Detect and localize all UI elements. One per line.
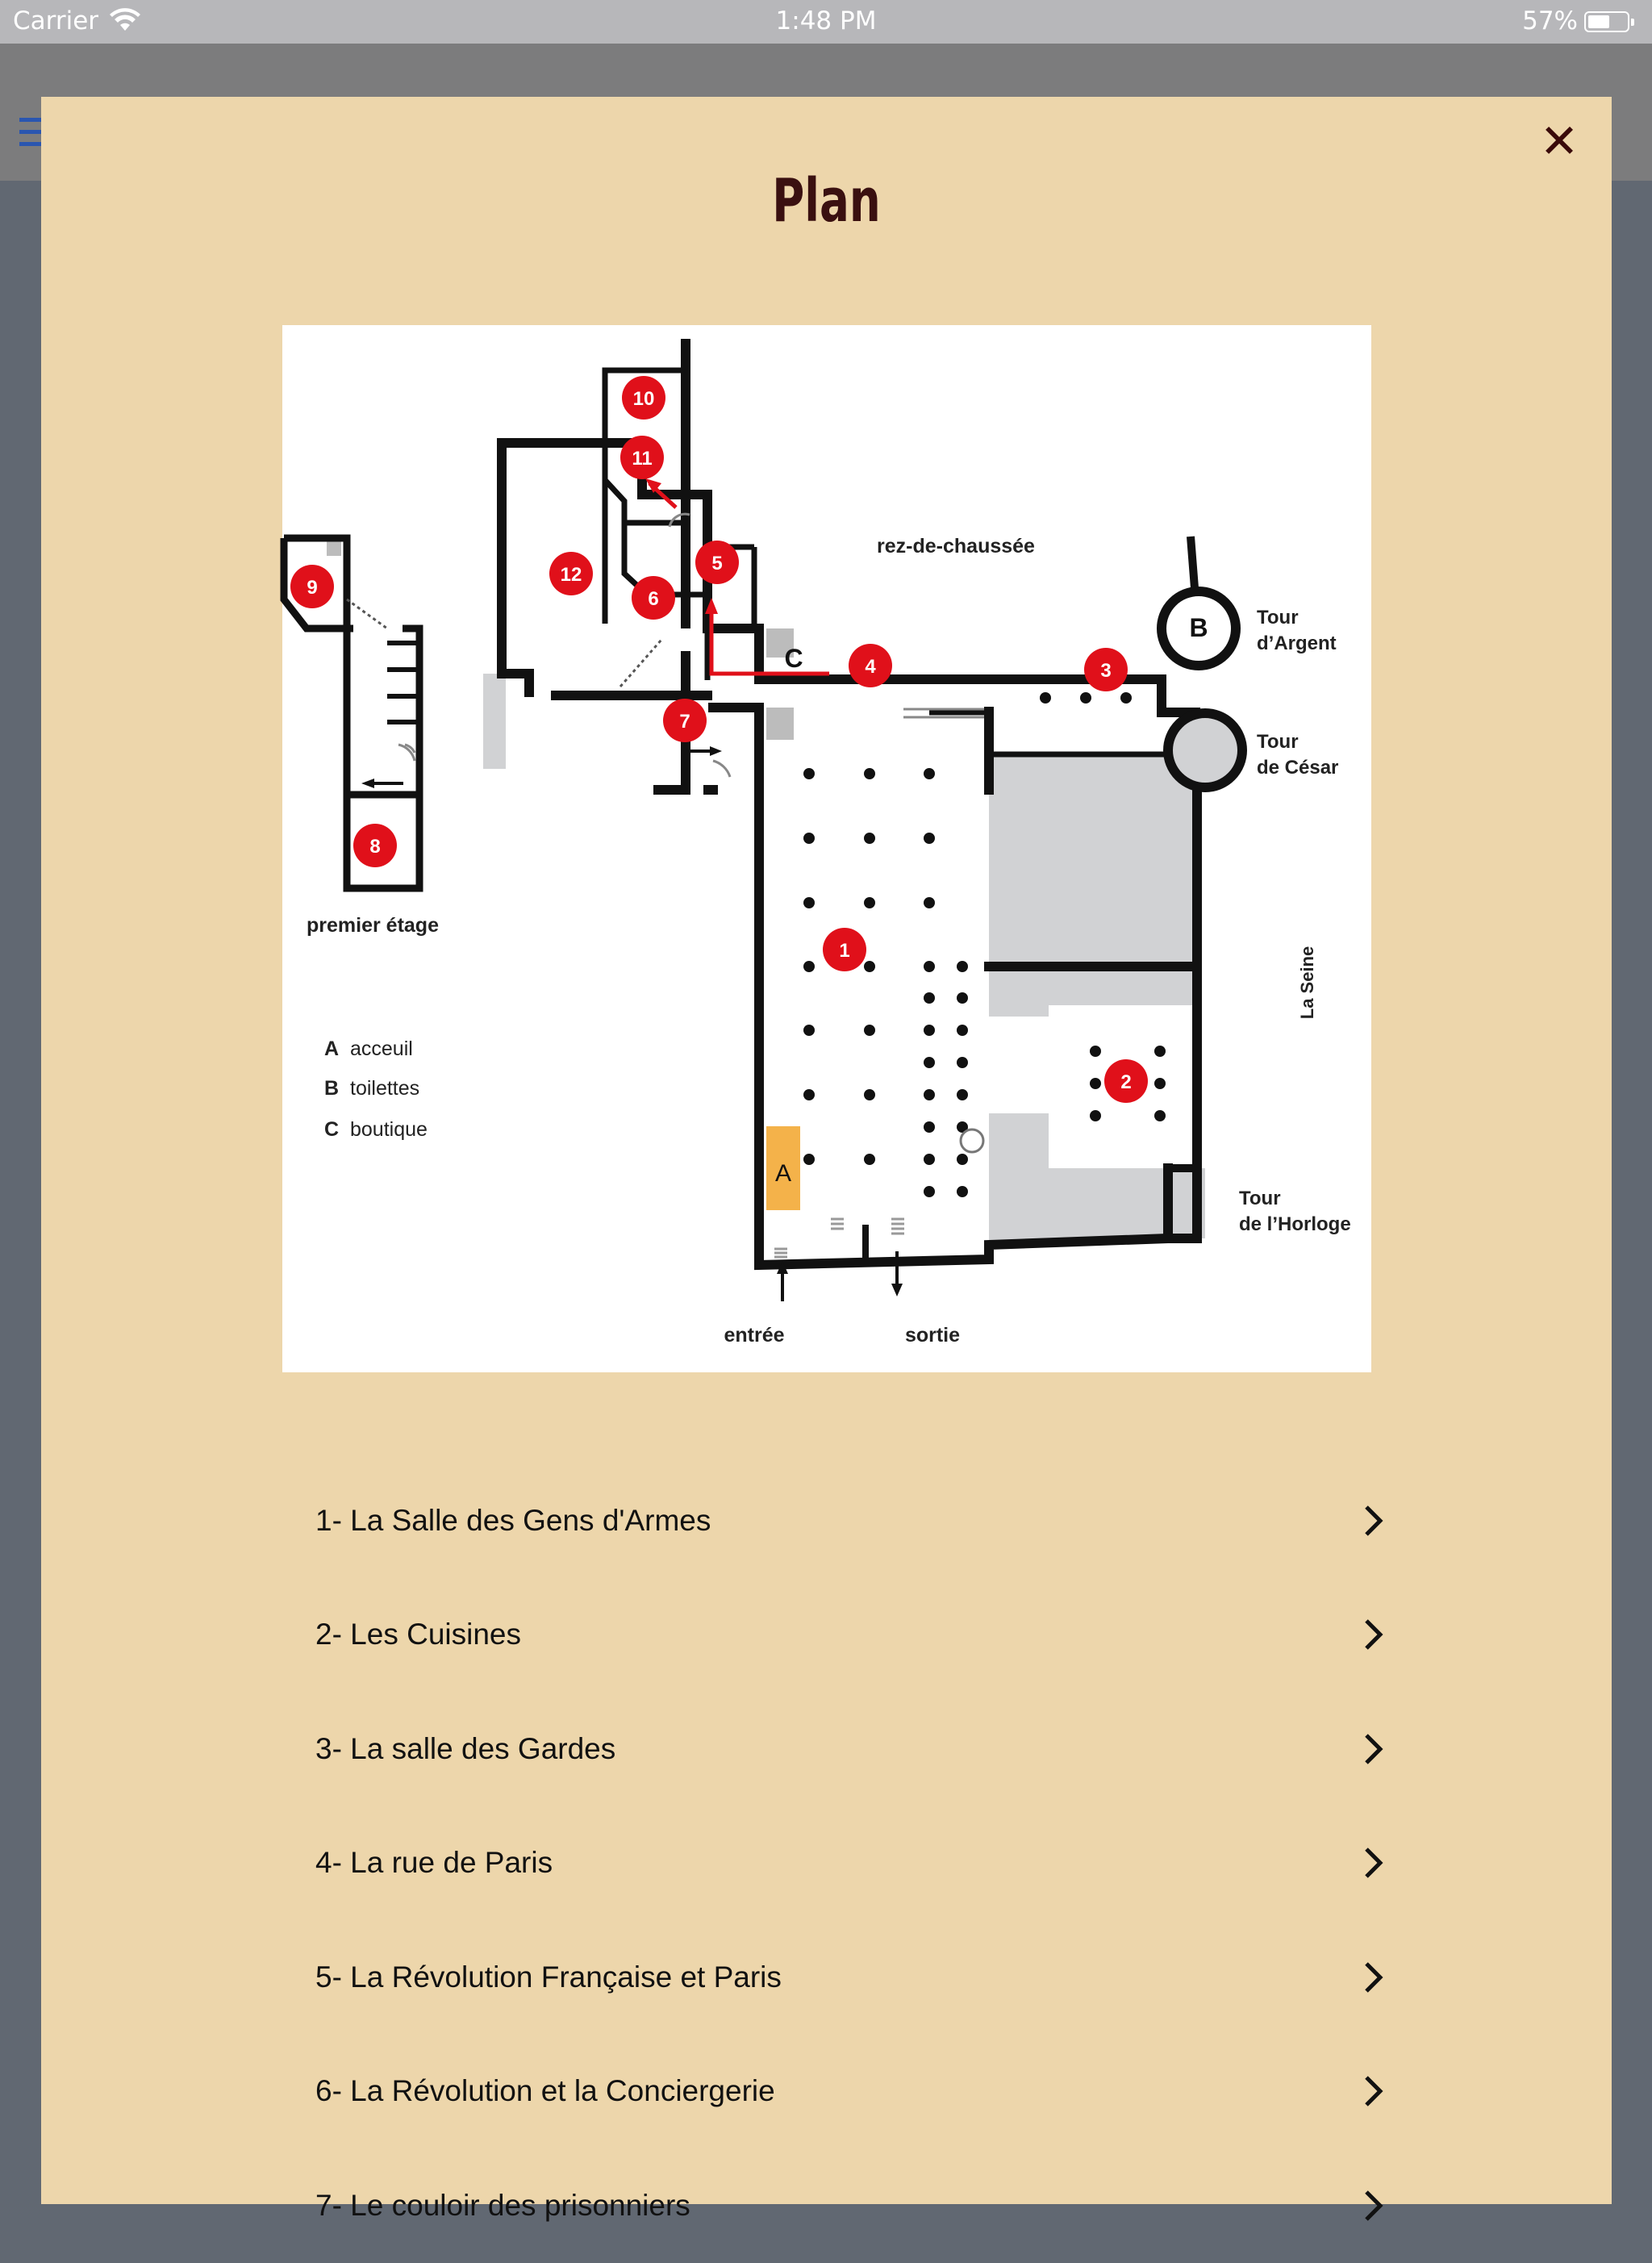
svg-text:5: 5 (711, 553, 722, 574)
svg-text:1: 1 (839, 940, 849, 962)
room-label: 7- Le couloir des prisonniers (315, 2188, 690, 2222)
clock-label: 1:48 PM (775, 6, 877, 35)
plan-legend: A acceuil B toilettes C boutique (324, 1038, 428, 1141)
svg-text:9: 9 (307, 577, 317, 599)
svg-text:6: 6 (648, 588, 658, 610)
chevron-right-icon (1365, 1848, 1383, 1879)
tour-argent-label: Tour d’Argent (1257, 607, 1337, 654)
svg-text:acceuil: acceuil (350, 1038, 413, 1060)
entree-label: entrée (724, 1324, 784, 1347)
room-item-5[interactable]: 5- La Révolution Française et Paris (315, 1920, 1388, 2035)
tour-horloge-label: Tour de l’Horloge (1239, 1188, 1351, 1235)
room-label: 6- La Révolution et la Conciergerie (315, 2074, 775, 2108)
marker-9: 9 (290, 565, 334, 608)
accueil-letter: A (775, 1160, 791, 1187)
room-item-4[interactable]: 4- La rue de Paris (315, 1806, 1388, 1921)
page-title: Plan (772, 166, 881, 236)
marker-10: 10 (622, 376, 665, 420)
marker-4: 4 (849, 644, 892, 687)
svg-text:7: 7 (679, 711, 690, 733)
svg-text:C: C (324, 1118, 339, 1141)
room-item-6[interactable]: 6- La Révolution et la Conciergerie (315, 2035, 1388, 2149)
room-item-3[interactable]: 3- La salle des Gardes (315, 1692, 1388, 1806)
marker-7: 7 (663, 699, 707, 742)
hamburger-menu-icon (19, 118, 52, 147)
marker-12: 12 (549, 552, 593, 595)
boutique-letter: C (784, 644, 803, 673)
room-item-2[interactable]: 2- Les Cuisines (315, 1578, 1388, 1693)
svg-text:11: 11 (632, 448, 652, 470)
rez-de-chaussee-label: rez-de-chaussée (877, 535, 1035, 557)
floor-plan-image: A rez-de-chaussée premier étage B C Tour… (280, 325, 1371, 1372)
svg-text:boutique: boutique (350, 1118, 428, 1141)
room-item-7[interactable]: 7- Le couloir des prisonniers (315, 2148, 1388, 2263)
room-label: 5- La Révolution Française et Paris (315, 1960, 782, 1994)
room-label: 4- La rue de Paris (315, 1846, 553, 1880)
room-item-1[interactable]: 1- La Salle des Gens d'Armes (315, 1463, 1388, 1578)
chevron-right-icon (1365, 1619, 1383, 1651)
marker-8: 8 (353, 824, 397, 867)
svg-text:4: 4 (865, 656, 876, 678)
svg-text:2: 2 (1120, 1071, 1131, 1093)
premier-etage-label: premier étage (307, 914, 439, 937)
room-label: 3- La salle des Gardes (315, 1731, 616, 1765)
status-bar: Carrier 1:48 PM 57% (0, 0, 1652, 44)
battery-icon (1584, 11, 1634, 32)
marker-2: 2 (1104, 1059, 1148, 1103)
svg-text:toilettes: toilettes (350, 1077, 419, 1100)
chevron-right-icon (1365, 1505, 1383, 1536)
sortie-label: sortie (905, 1324, 960, 1347)
marker-3: 3 (1084, 648, 1128, 691)
svg-text:3: 3 (1100, 660, 1111, 682)
plan-modal: ✕ Plan (41, 97, 1612, 2222)
close-button[interactable]: ✕ (1539, 114, 1579, 169)
room-label: 2- Les Cuisines (315, 1618, 522, 1651)
marker-11: 11 (620, 436, 664, 479)
chevron-right-icon (1365, 2190, 1383, 2221)
marker-1: 1 (823, 928, 866, 971)
svg-text:8: 8 (369, 836, 380, 858)
svg-text:12: 12 (561, 564, 582, 586)
toilettes-letter: B (1189, 613, 1208, 642)
carrier-label: Carrier (13, 6, 99, 35)
chevron-right-icon (1365, 1733, 1383, 1764)
marker-5: 5 (695, 541, 739, 584)
chevron-right-icon (1365, 2076, 1383, 2107)
battery-percent: 57% (1522, 6, 1578, 35)
svg-text:A: A (324, 1038, 339, 1060)
svg-text:B: B (324, 1077, 339, 1100)
la-seine-label: La Seine (1297, 946, 1317, 1019)
room-label: 1- La Salle des Gens d'Armes (315, 1503, 711, 1537)
svg-text:10: 10 (633, 388, 655, 410)
room-list: 1- La Salle des Gens d'Armes 2- Les Cuis… (315, 1463, 1388, 2263)
wifi-icon (110, 8, 140, 31)
marker-6: 6 (632, 576, 675, 620)
chevron-right-icon (1365, 1961, 1383, 1993)
tour-cesar-label: Tour de César (1257, 731, 1338, 779)
